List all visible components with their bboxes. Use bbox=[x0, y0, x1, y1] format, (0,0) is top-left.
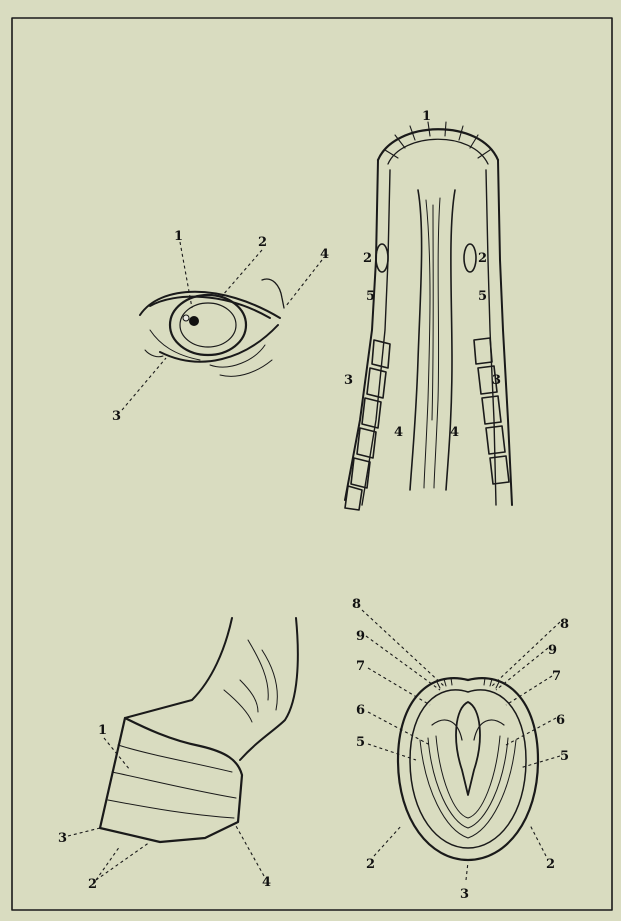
jaw-palate-ridges bbox=[424, 198, 440, 488]
eye-skin-folds bbox=[150, 330, 272, 376]
sole-leader-7-left bbox=[368, 668, 430, 705]
jaw-right-inner bbox=[486, 170, 496, 505]
hoof-side-label-1: 1 bbox=[98, 723, 107, 738]
sole-leader-8-left bbox=[362, 610, 444, 686]
jaw-figure: 1 2 2 5 5 3 3 4 4 bbox=[344, 109, 512, 510]
sole-label-7-left: 7 bbox=[356, 659, 365, 674]
sole-label-6-right: 6 bbox=[556, 713, 565, 728]
sole-outer-wall bbox=[398, 678, 538, 860]
hoof-side-leader-1 bbox=[104, 738, 130, 770]
hoof-growth-rings bbox=[108, 745, 236, 818]
jaw-label-1: 1 bbox=[422, 109, 431, 124]
jaw-left-outer bbox=[345, 160, 378, 500]
sole-label-2-left: 2 bbox=[366, 857, 375, 872]
sole-leader-2-right bbox=[530, 825, 546, 856]
jaw-label-4-left: 4 bbox=[394, 425, 403, 440]
hoof-side-label-3: 3 bbox=[58, 831, 67, 846]
eye-highlight bbox=[183, 315, 189, 321]
hoof-side-figure: 1 3 2 4 bbox=[58, 618, 298, 892]
eye-iris bbox=[180, 303, 236, 347]
hoof-side-leader-4 bbox=[236, 826, 264, 876]
sole-leader-6-right bbox=[506, 718, 556, 745]
sole-leader-2-left bbox=[374, 825, 402, 856]
eye-leader-3 bbox=[122, 358, 166, 410]
leg-hair-lines bbox=[224, 640, 277, 722]
plate-border bbox=[12, 18, 612, 910]
jaw-incisors bbox=[385, 122, 490, 158]
eye-lid-fold bbox=[150, 297, 270, 318]
sole-label-8-left: 8 bbox=[352, 597, 361, 612]
jaw-label-2-right: 2 bbox=[478, 251, 487, 266]
sole-label-3: 3 bbox=[460, 887, 469, 902]
sole-label-7-right: 7 bbox=[552, 669, 561, 684]
jaw-canine-left bbox=[376, 244, 388, 272]
eye-label-1: 1 bbox=[174, 229, 183, 244]
sole-label-9-left: 9 bbox=[356, 629, 365, 644]
eye-ball bbox=[170, 295, 246, 355]
sole-label-5-right: 5 bbox=[560, 749, 569, 764]
eye-label-4: 4 bbox=[320, 247, 329, 262]
sole-label-8-right: 8 bbox=[560, 617, 569, 632]
hoof-outline bbox=[100, 718, 242, 842]
eye-label-2: 2 bbox=[258, 235, 267, 250]
jaw-label-2-left: 2 bbox=[363, 251, 372, 266]
eye-leader-4 bbox=[286, 260, 322, 306]
sole-label-5-left: 5 bbox=[356, 735, 365, 750]
jaw-palate-left bbox=[410, 190, 422, 490]
sole-white-line bbox=[410, 690, 526, 848]
leg-front-edge bbox=[125, 618, 232, 718]
sole-leader-5-left bbox=[368, 744, 416, 760]
jaw-label-3-left: 3 bbox=[344, 373, 353, 388]
jaw-label-3-right: 3 bbox=[492, 373, 501, 388]
sole-frog bbox=[456, 702, 480, 795]
sole-leader-9-left bbox=[366, 636, 440, 690]
eye-figure: 1 2 3 4 bbox=[112, 229, 329, 424]
eye-corner bbox=[145, 350, 163, 357]
sole-label-2-right: 2 bbox=[546, 857, 555, 872]
eye-leader-2 bbox=[222, 250, 262, 296]
eye-pupil bbox=[189, 316, 199, 326]
jaw-label-4-right: 4 bbox=[450, 425, 459, 440]
jaw-label-5-left: 5 bbox=[366, 289, 375, 304]
sole-ridges bbox=[420, 736, 516, 838]
hoof-side-leader-2 bbox=[96, 842, 150, 880]
sole-label-9-right: 9 bbox=[548, 643, 557, 658]
jaw-label-5-right: 5 bbox=[478, 289, 487, 304]
hoof-side-label-2: 2 bbox=[88, 877, 97, 892]
jaw-palate-right bbox=[446, 190, 455, 490]
jaw-canine-right bbox=[464, 244, 476, 272]
jaw-incisor-arch bbox=[378, 129, 498, 160]
eye-label-3: 3 bbox=[112, 409, 121, 424]
eye-lash-tuft bbox=[262, 279, 284, 308]
sole-label-6-left: 6 bbox=[356, 703, 365, 718]
hoof-sole-figure: 8 8 9 9 7 7 6 6 5 5 2 2 3 bbox=[352, 597, 569, 902]
hoof-side-leader-3 bbox=[68, 828, 100, 836]
hoof-side-label-4: 4 bbox=[262, 875, 271, 890]
sole-leader-3 bbox=[466, 862, 468, 880]
sole-bars bbox=[432, 720, 504, 740]
